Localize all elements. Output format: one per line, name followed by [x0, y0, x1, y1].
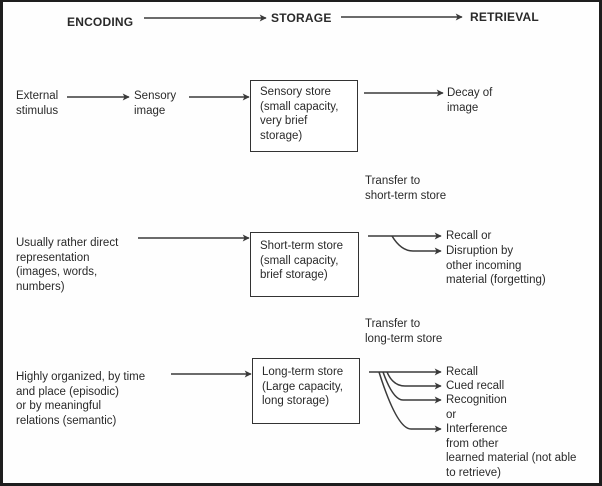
short-term-store-box: Short-term store (small capacity, brief …	[250, 232, 359, 297]
stage-retrieval: RETRIEVAL	[470, 10, 539, 24]
outcome-recall-or: Recall or	[446, 230, 492, 242]
stage-storage: STORAGE	[271, 11, 332, 25]
long-term-store-box: Long-term store (Large capacity, long st…	[252, 358, 360, 424]
input-sensory-image: Sensory image	[134, 90, 177, 117]
outcome-interference: Interference from other learned material…	[446, 423, 577, 479]
stage-encoding: ENCODING	[67, 15, 134, 29]
arrow-long-term-to-interference	[378, 371, 442, 433]
transfer-to-long-term-label: Transfer to long-term store	[365, 318, 443, 345]
arrow-short-term-to-disruption	[391, 235, 442, 255]
outcome-decay: Decay of image	[447, 87, 493, 114]
diagram-canvas: ENCODING STORAGE RETRIEVAL External stim…	[3, 2, 599, 483]
short-term-store-label: Short-term store (small capacity, brief …	[260, 240, 344, 281]
sensory-store-box: Sensory store (small capacity, very brie…	[250, 80, 358, 152]
outcome-disruption: Disruption by other incoming material (f…	[446, 245, 546, 286]
transfer-to-short-term-label: Transfer to short-term store	[365, 175, 447, 202]
connector-layer	[67, 13, 463, 433]
long-term-store-label: Long-term store (Large capacity, long st…	[262, 366, 344, 407]
arrow-long-term-to-cued-recall	[386, 371, 442, 390]
sensory-store-label: Sensory store (small capacity, very brie…	[260, 86, 339, 142]
arrow-long-term-to-recognition	[382, 371, 442, 404]
outcome-recognition: Recognition or	[446, 394, 507, 421]
outcome-recall: Recall	[446, 366, 478, 378]
input-direct-representation: Usually rather direct representation (im…	[16, 237, 119, 293]
input-highly-organized: Highly organized, by time and place (epi…	[16, 371, 146, 427]
outcome-cued-recall: Cued recall	[446, 380, 505, 392]
input-external-stimulus: External stimulus	[16, 90, 59, 117]
